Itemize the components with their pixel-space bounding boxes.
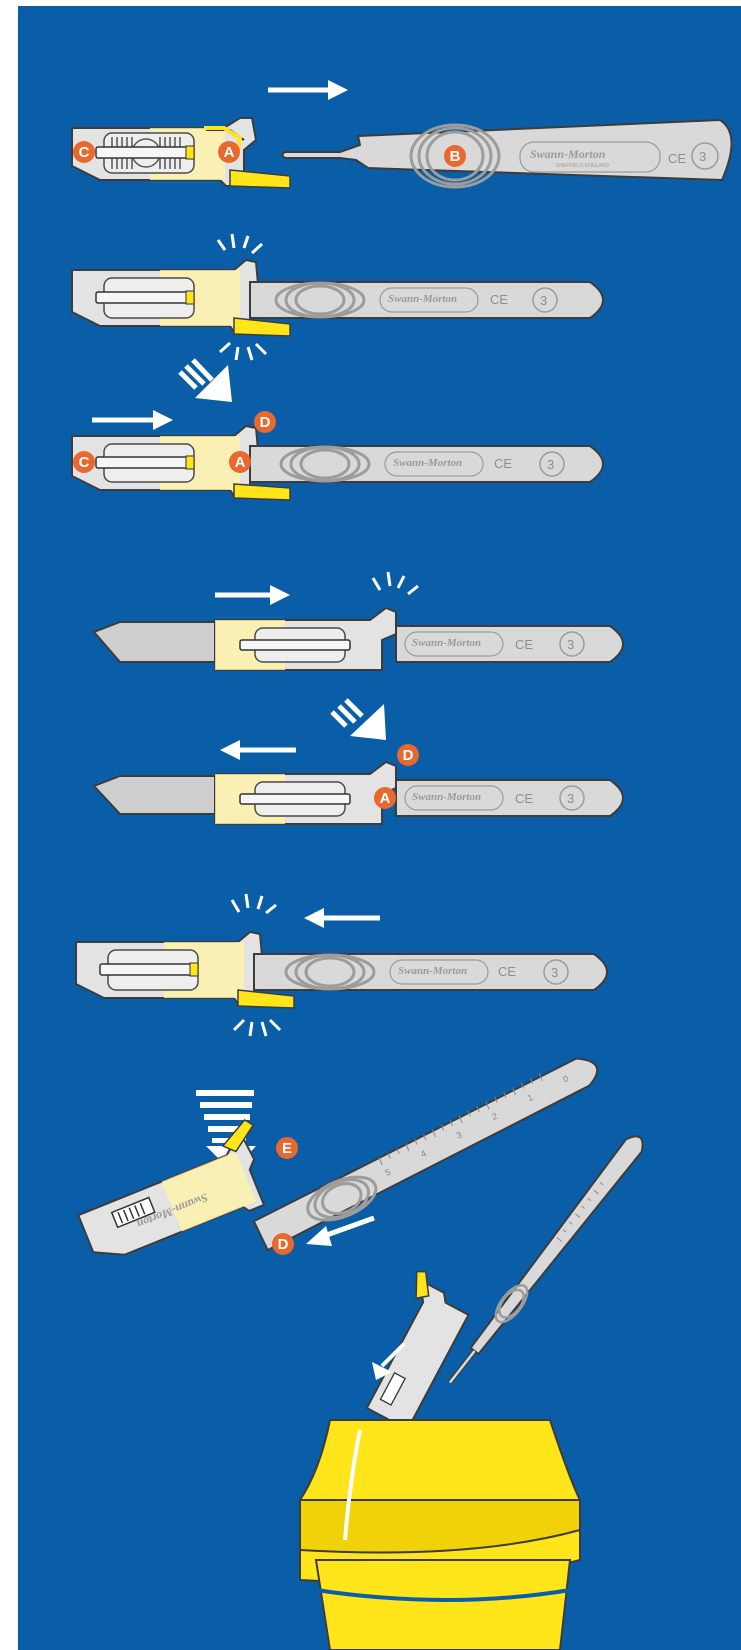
handle-size: 3 (699, 149, 706, 164)
handle-brand: Swann-Morton (530, 147, 606, 161)
handle-brand: Swann-Morton (398, 965, 467, 977)
callout-a-label: A (224, 144, 235, 161)
callout-a-label: A (380, 790, 391, 807)
handle-size: 3 (547, 457, 554, 472)
handle-brand: Swann-Morton (412, 791, 481, 803)
handle-brand: Swann-Morton (393, 457, 462, 469)
callout-e-label: E (282, 1140, 292, 1157)
callout-d-label: D (403, 747, 414, 764)
handle-size: 3 (567, 637, 574, 652)
ce-mark: CE (515, 637, 533, 652)
callout-c-label: C (79, 454, 90, 471)
ce-mark: CE (498, 964, 516, 979)
callout-d-label: D (278, 1236, 289, 1253)
callout-c-label: C (79, 144, 90, 161)
handle-origin: SHEFFIELD ENGLAND (556, 163, 609, 169)
handle-size: 3 (540, 293, 547, 308)
handle-size: 3 (567, 791, 574, 806)
handle-size: 3 (551, 965, 558, 980)
ce-mark: CE (490, 292, 508, 307)
ce-mark: CE (515, 791, 533, 806)
handle-brand: Swann-Morton (388, 293, 457, 305)
callout-d-label: D (260, 414, 271, 431)
ce-mark: CE (494, 456, 512, 471)
handle-brand: Swann-Morton (412, 637, 481, 649)
callout-a-label: A (235, 454, 246, 471)
callout-b-label: B (450, 148, 461, 165)
ce-mark: CE (668, 151, 686, 166)
sharps-container (300, 1420, 580, 1650)
